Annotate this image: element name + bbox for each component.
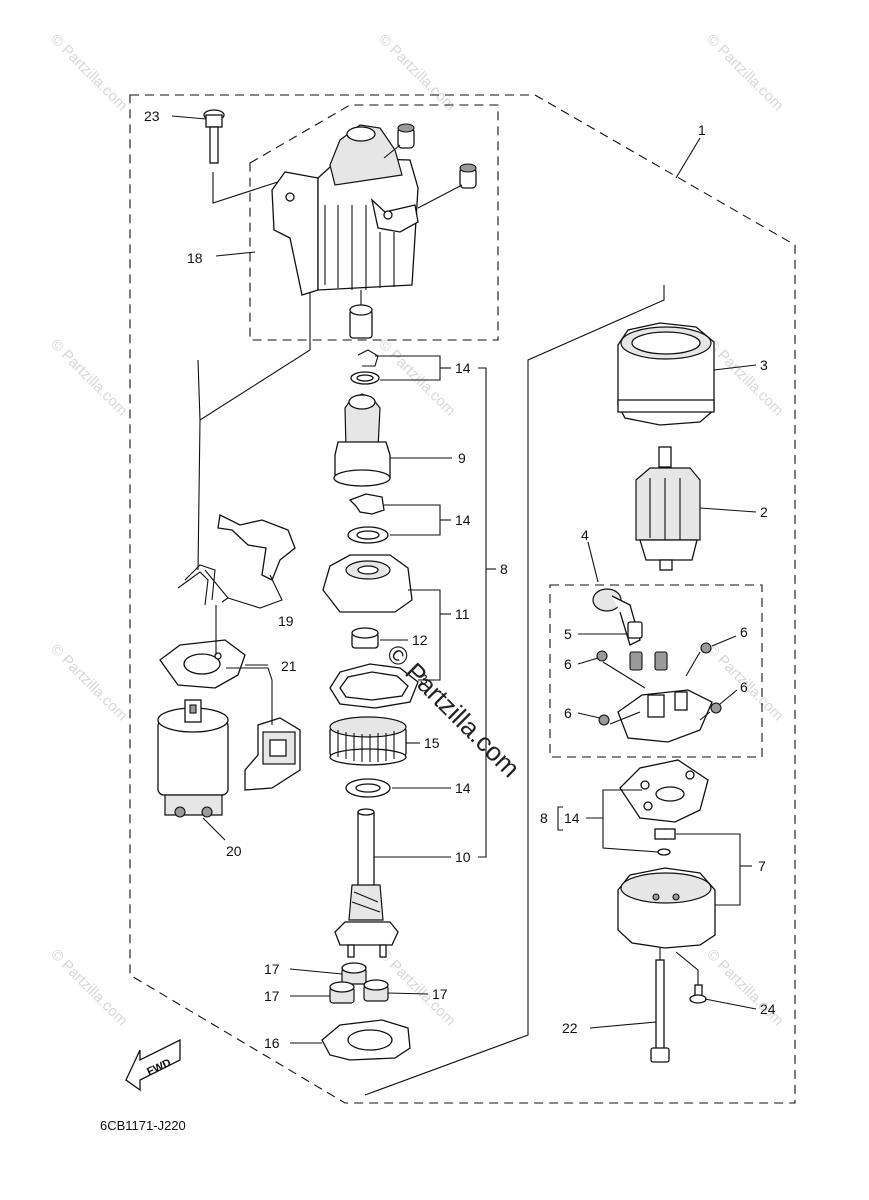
drawing-code: 6CB1171-J220: [100, 1118, 186, 1133]
callout-6: 6: [740, 679, 748, 695]
callout-6: 6: [564, 656, 572, 672]
through-bolt-22: [650, 948, 670, 1063]
callout-14: 14: [455, 360, 471, 376]
watermark: © Partzilla.com: [375, 336, 458, 419]
watermark: © Partzilla.com: [375, 31, 458, 114]
callout-9: 9: [458, 450, 466, 466]
callout-15: 15: [424, 735, 440, 751]
armature-2: [635, 446, 701, 571]
watermark: © Partzilla.com: [703, 31, 786, 114]
callout-23: 23: [144, 108, 160, 124]
callout-1: 1: [698, 122, 706, 138]
brush-holder-group-box: [549, 584, 763, 758]
fwd-arrow: FWD: [125, 1038, 181, 1092]
callout-5: 5: [564, 626, 572, 642]
watermark: © Partzilla.com: [47, 946, 130, 1029]
callout-17: 17: [432, 986, 448, 1002]
bolt-23: [203, 109, 291, 204]
callout-3: 3: [420, 671, 428, 687]
watermark: © Partzilla.com: [47, 641, 130, 724]
plate-21: [159, 605, 246, 689]
leader-lines: [171, 115, 757, 1096]
callout-8: 8: [540, 810, 548, 826]
callout-8: 8: [500, 561, 508, 577]
motor-housing-18: [271, 123, 477, 339]
callout-4: 4: [581, 527, 589, 543]
callout-12: 12: [412, 632, 428, 648]
callout-20: 20: [226, 843, 242, 859]
center-stack: [321, 349, 419, 1061]
callout-24: 24: [760, 1001, 776, 1017]
callout-14: 14: [564, 810, 580, 826]
callout-17: 17: [264, 961, 280, 977]
callout-21: 21: [281, 658, 297, 674]
watermark: © Partzilla.com: [703, 336, 786, 419]
callout-6: 6: [740, 624, 748, 640]
callout-labels: 1 23 18 14 9 14 8 11 12 3 15 14 10 19 21…: [144, 108, 776, 1051]
brush-holder-group-4: [592, 588, 722, 743]
callout-11: 11: [455, 606, 470, 622]
assembly-outline: [129, 94, 796, 1104]
callout-22: 22: [562, 1020, 578, 1036]
center-watermark: © Partzilla.com: [381, 638, 526, 783]
callout-3: 3: [760, 357, 768, 373]
end-cover-7: [617, 759, 716, 949]
callout-17: 17: [264, 988, 280, 1004]
screw-24: [675, 951, 707, 1004]
callout-14: 14: [455, 512, 471, 528]
callout-6: 6: [564, 705, 572, 721]
watermark: © Partzilla.com: [47, 336, 130, 419]
callout-2: 2: [760, 504, 768, 520]
callout-7: 7: [758, 858, 766, 874]
housing-group-box: [249, 104, 499, 341]
callout-19: 19: [278, 613, 294, 629]
callout-18: 18: [187, 250, 203, 266]
watermark: © Partzilla.com: [47, 31, 130, 114]
yoke-3: [617, 322, 715, 426]
solenoid-20: [157, 699, 229, 841]
bracket-21: [226, 667, 301, 791]
callout-14: 14: [455, 780, 471, 796]
callout-16: 16: [264, 1035, 280, 1051]
callout-10: 10: [455, 849, 471, 865]
